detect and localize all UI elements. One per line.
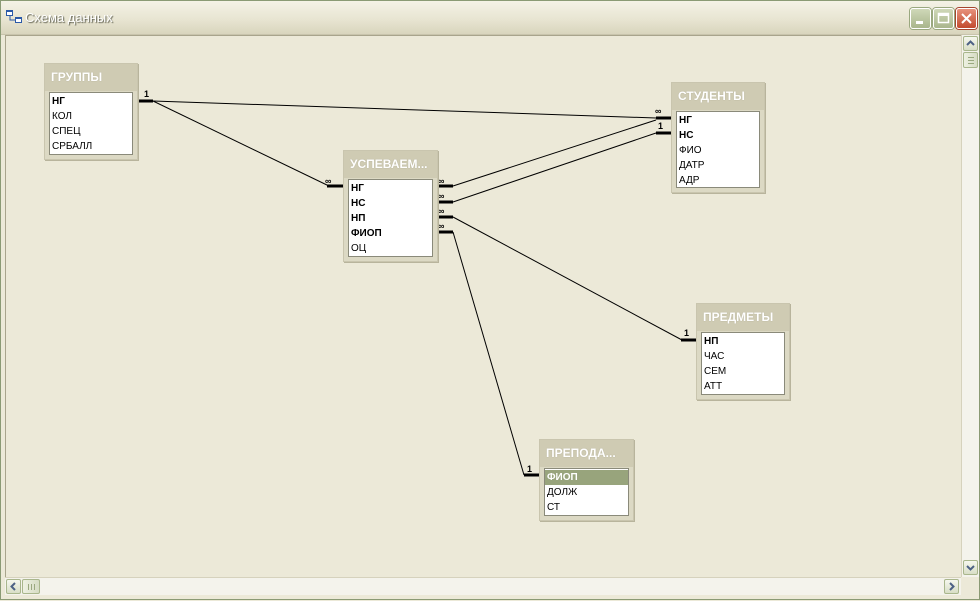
table-prepoda[interactable]: ПРЕПОДА... ФИОП ДОЛЖ СТ	[539, 439, 634, 521]
table-title[interactable]: ПРЕДМЕТЫ	[697, 304, 789, 331]
field-item[interactable]: НГ	[52, 96, 65, 107]
arrow-left-icon	[10, 582, 16, 591]
field-item[interactable]: НС	[351, 198, 366, 209]
arrow-down-icon	[966, 565, 975, 571]
close-icon	[961, 13, 972, 24]
scroll-left-button[interactable]	[6, 579, 21, 594]
field-list[interactable]: НГ НС ФИО ДАТР АДР	[676, 111, 760, 188]
field-item[interactable]: АТТ	[704, 381, 723, 392]
field-item[interactable]: СРБАЛЛ	[52, 141, 93, 152]
field-item[interactable]: НГ	[351, 183, 364, 194]
field-item[interactable]: НП	[351, 213, 366, 224]
scroll-down-button[interactable]	[963, 560, 978, 575]
arrow-up-icon	[966, 40, 975, 46]
field-item[interactable]: ДОЛЖ	[547, 487, 578, 498]
field-item[interactable]: НС	[679, 130, 694, 141]
horizontal-scrollbar[interactable]	[5, 577, 961, 595]
window-title: Схема данных	[25, 10, 113, 25]
field-list[interactable]: НГ НС НП ФИОП ОЦ	[348, 179, 433, 257]
field-item[interactable]: ЧАС	[704, 351, 725, 362]
field-item[interactable]: НГ	[679, 115, 692, 126]
table-title[interactable]: УСПЕВАЕМ...	[344, 151, 437, 178]
minimize-button[interactable]	[910, 8, 931, 29]
table-title[interactable]: ПРЕПОДА...	[540, 440, 633, 467]
scroll-up-button[interactable]	[963, 36, 978, 51]
table-title[interactable]: ГРУППЫ	[45, 64, 137, 91]
field-list[interactable]: НП ЧАС СЕМ АТТ	[701, 332, 785, 395]
maximize-icon	[937, 12, 950, 24]
vertical-scroll-thumb[interactable]	[963, 52, 978, 68]
close-button[interactable]	[956, 8, 977, 29]
field-item[interactable]: ФИО	[679, 145, 702, 156]
horizontal-scroll-thumb[interactable]	[22, 579, 40, 594]
scrollbar-corner	[961, 577, 978, 594]
relationships-icon	[6, 10, 22, 23]
scroll-right-button[interactable]	[944, 579, 959, 594]
field-item[interactable]: ДАТР	[679, 160, 705, 171]
field-list[interactable]: ФИОП ДОЛЖ СТ	[544, 468, 629, 516]
title-bar[interactable]: Схема данных	[1, 1, 979, 35]
field-list[interactable]: НГ КОЛ СПЕЦ СРБАЛЛ	[49, 92, 133, 155]
field-item[interactable]: СПЕЦ	[52, 126, 81, 137]
field-item[interactable]: АДР	[679, 175, 700, 186]
table-uspevaem[interactable]: УСПЕВАЕМ... НГ НС НП ФИОП ОЦ	[343, 150, 438, 262]
vertical-scrollbar[interactable]	[961, 35, 979, 577]
minimize-icon	[916, 21, 923, 24]
diagram-canvas[interactable]	[5, 35, 962, 578]
field-item[interactable]: ФИОП	[351, 228, 382, 239]
table-studenty[interactable]: СТУДЕНТЫ НГ НС ФИО ДАТР АДР	[671, 82, 765, 193]
arrow-right-icon	[949, 582, 955, 591]
table-gruppy[interactable]: ГРУППЫ НГ КОЛ СПЕЦ СРБАЛЛ	[44, 63, 138, 160]
field-item[interactable]: ОЦ	[351, 243, 367, 254]
field-item[interactable]: СТ	[547, 502, 560, 513]
table-predmety[interactable]: ПРЕДМЕТЫ НП ЧАС СЕМ АТТ	[696, 303, 790, 400]
field-item[interactable]: СЕМ	[704, 366, 727, 377]
field-item[interactable]: НП	[704, 336, 719, 347]
field-item-selected[interactable]: ФИОП	[545, 470, 628, 485]
field-item[interactable]: КОЛ	[52, 111, 72, 122]
maximize-button[interactable]	[933, 8, 954, 29]
table-title[interactable]: СТУДЕНТЫ	[672, 83, 764, 110]
